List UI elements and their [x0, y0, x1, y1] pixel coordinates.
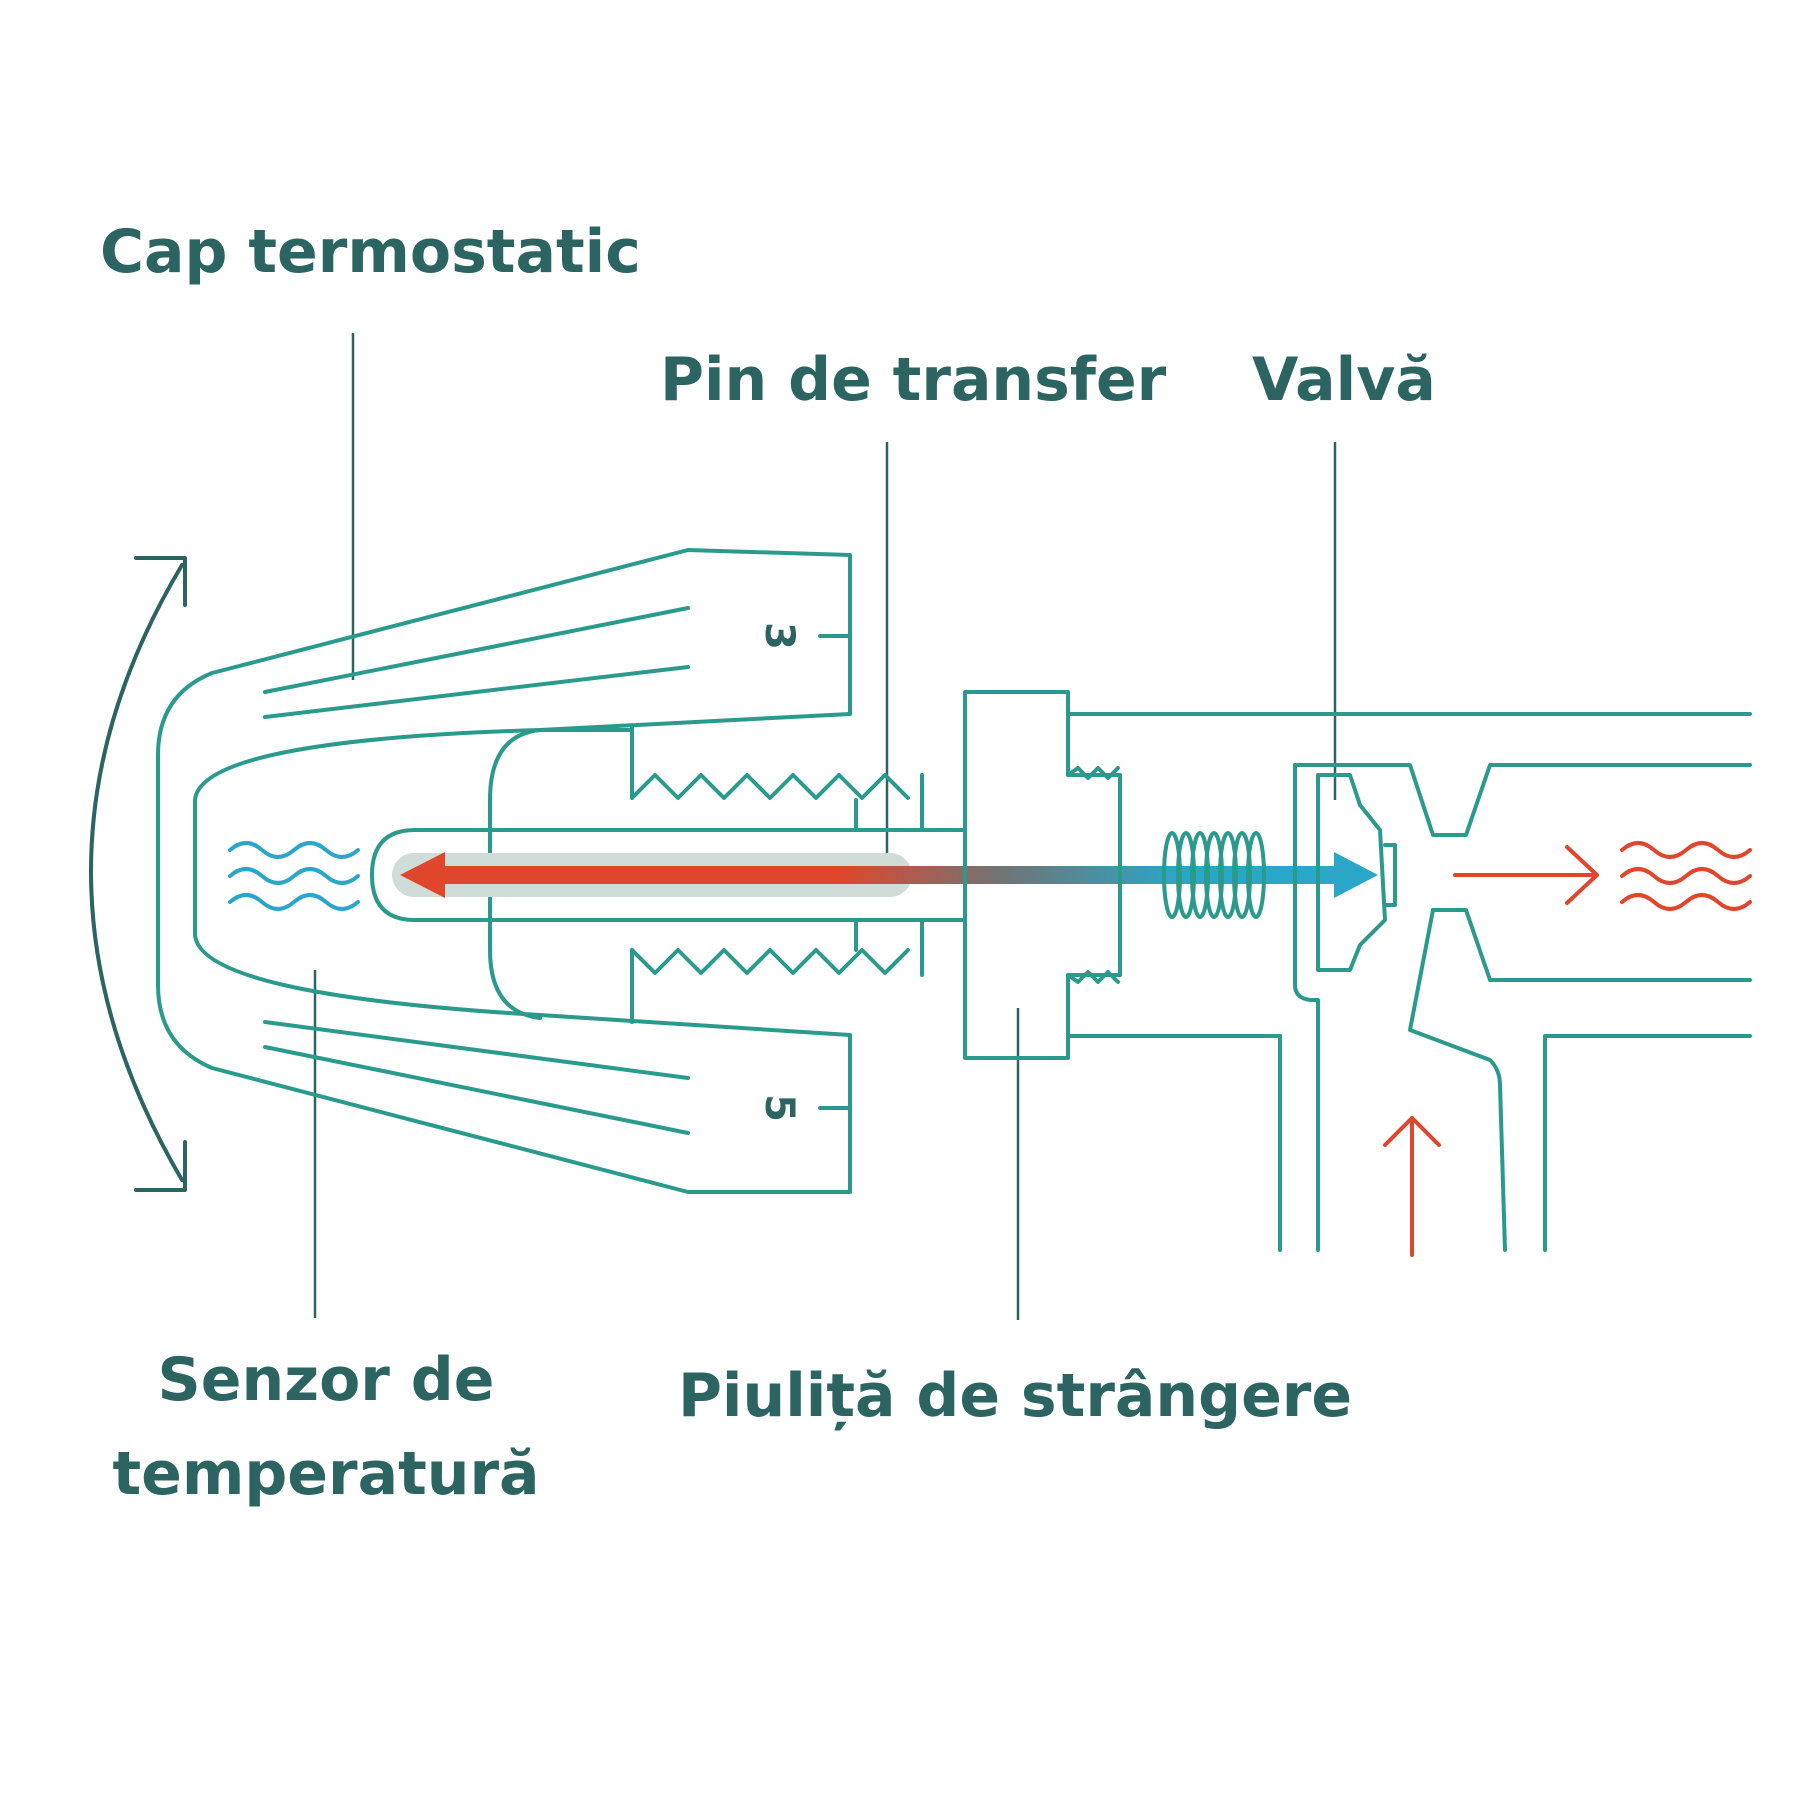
label-senzor-line2: temperatură: [112, 1439, 539, 1509]
label-senzor-line1: Senzor de: [158, 1345, 495, 1415]
clamping-nut: [963, 690, 1122, 1060]
spring-icon: [1162, 831, 1266, 919]
flow-in-arrow-icon: [1383, 1116, 1441, 1257]
dial-number-upper: 3: [756, 622, 802, 650]
label-cap-termostatic: Cap termostatic: [100, 217, 641, 287]
rotation-arrow-icon: [89, 556, 187, 1192]
label-piulita-de-strangere: Piuliță de strângere: [678, 1361, 1352, 1431]
valve-body: [1066, 712, 1752, 1252]
thermostatic-head: [156, 548, 852, 1194]
flow-out-arrow-icon: [1453, 845, 1599, 905]
label-pin-de-transfer: Pin de transfer: [660, 345, 1167, 415]
dial-number-lower: 5: [756, 1094, 802, 1122]
label-valva: Valvă: [1252, 345, 1436, 415]
transfer-pin-arrow: [400, 852, 1378, 898]
hot-waves-icon: [1620, 841, 1752, 911]
cold-waves-icon: [228, 841, 360, 911]
sensor-housing: [488, 724, 967, 1024]
